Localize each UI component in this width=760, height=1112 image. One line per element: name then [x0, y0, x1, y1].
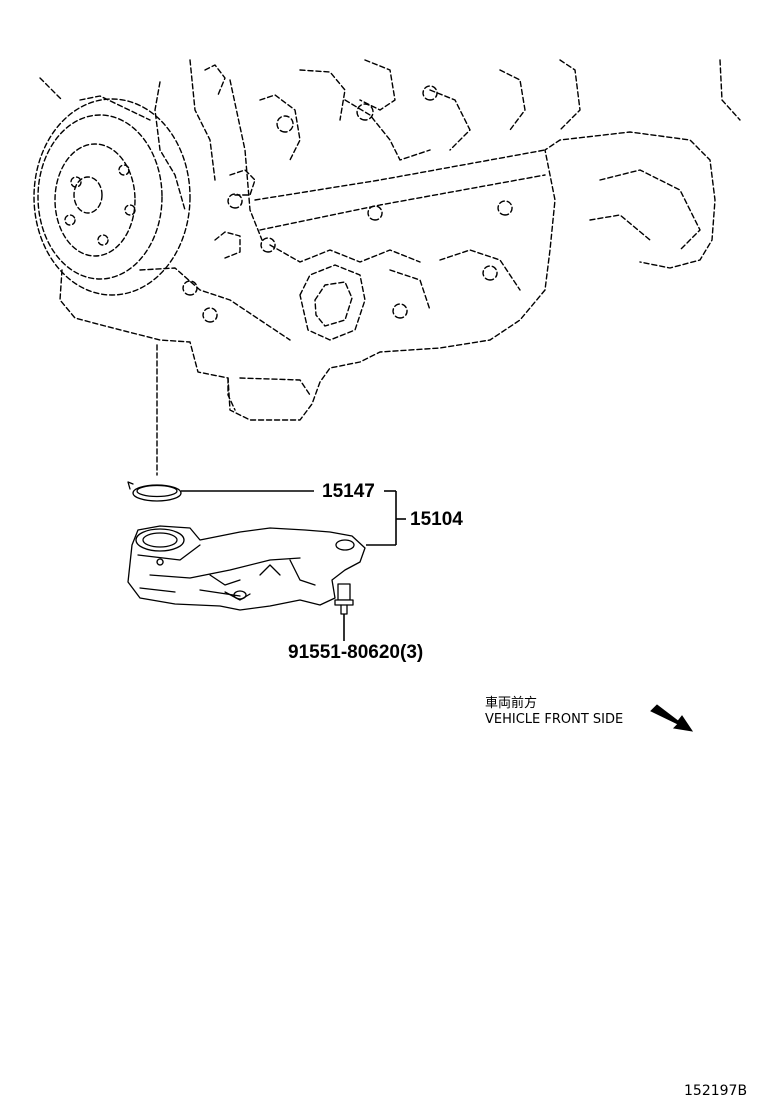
drawing-id: 152197B — [684, 1083, 748, 1099]
part-number-housing[interactable]: 15104 — [410, 509, 463, 530]
crank-pulley — [33, 77, 191, 296]
part-number-gasket[interactable]: 15147 — [322, 481, 375, 502]
engine-block-outline — [33, 59, 741, 476]
water-inlet-housing-15104 — [127, 525, 366, 611]
leader-lines — [366, 490, 406, 546]
direction-label-japanese: 車両前方 — [485, 696, 538, 711]
direction-label-english: VEHICLE FRONT SIDE — [485, 712, 624, 727]
flange-bolt-91551-80620 — [334, 583, 354, 641]
gasket-15147 — [127, 481, 314, 502]
part-number-bolt[interactable]: 91551-80620(3) — [288, 642, 424, 663]
arrow-down-right-icon — [650, 704, 694, 732]
